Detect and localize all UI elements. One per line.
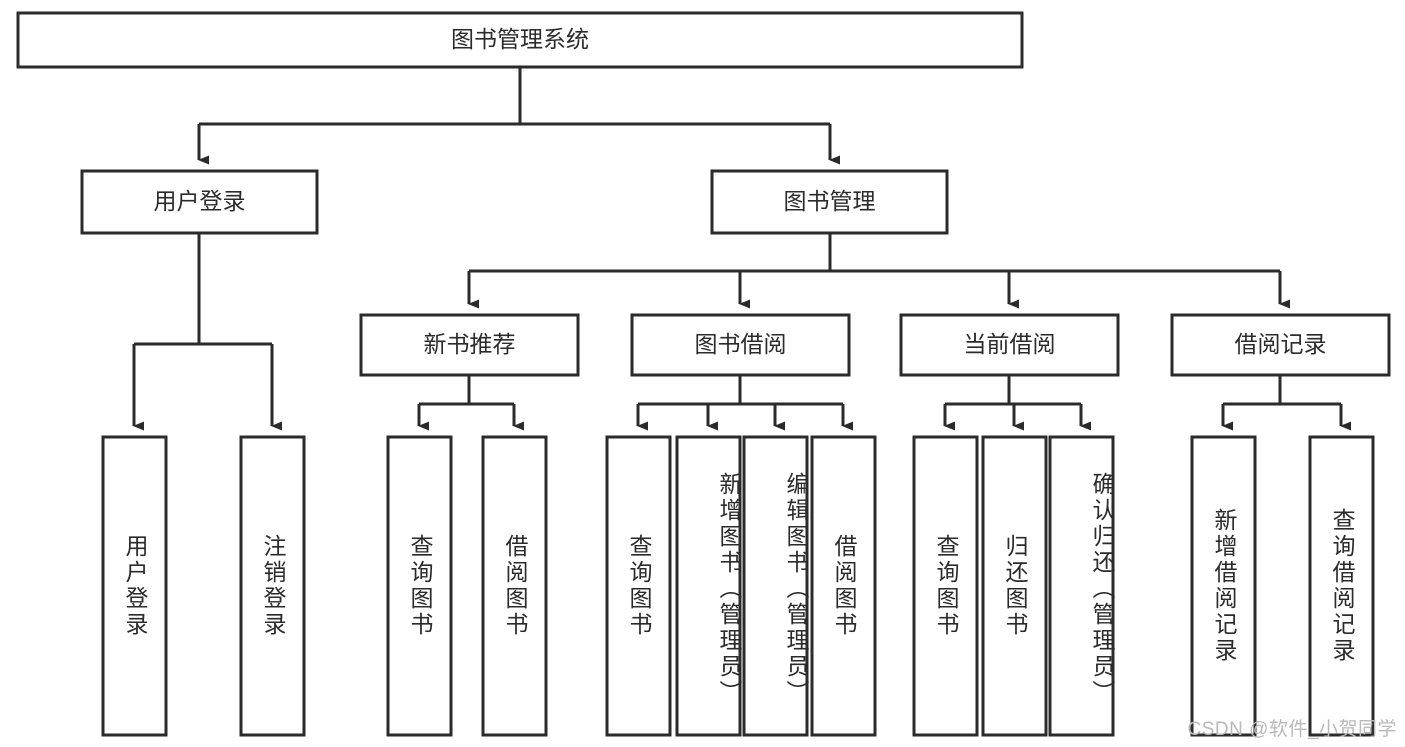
node-box-book-management[interactable] — [710, 169, 949, 235]
node-box-leaf-return-book[interactable] — [981, 435, 1048, 737]
node-box-leaf-logout[interactable] — [239, 435, 306, 737]
node-box-borrow-record[interactable] — [1170, 313, 1391, 377]
node-box-leaf-query-book-2[interactable] — [605, 435, 672, 737]
node-box-book-borrow[interactable] — [630, 313, 851, 377]
node-box-leaf-query-record[interactable] — [1308, 435, 1375, 737]
node-box-new-book-recommend[interactable] — [359, 313, 580, 377]
node-box-user-login[interactable] — [80, 169, 319, 235]
node-box-leaf-confirm-return[interactable] — [1048, 435, 1115, 737]
watermark-text: CSDN @软件_小贺同学 — [1187, 719, 1397, 740]
node-box-leaf-borrow-book-2[interactable] — [810, 435, 877, 737]
node-box-leaf-add-book[interactable] — [675, 435, 742, 737]
node-box-leaf-user-login[interactable] — [101, 435, 168, 737]
node-box-leaf-add-record[interactable] — [1190, 435, 1257, 737]
node-box-leaf-borrow-book-1[interactable] — [481, 435, 548, 737]
node-box-current-borrow[interactable] — [899, 313, 1120, 377]
node-box-leaf-edit-book[interactable] — [742, 435, 809, 737]
node-box-leaf-query-book-3[interactable] — [912, 435, 979, 737]
node-box-root[interactable] — [16, 11, 1024, 69]
node-box-leaf-query-book-1[interactable] — [386, 435, 453, 737]
